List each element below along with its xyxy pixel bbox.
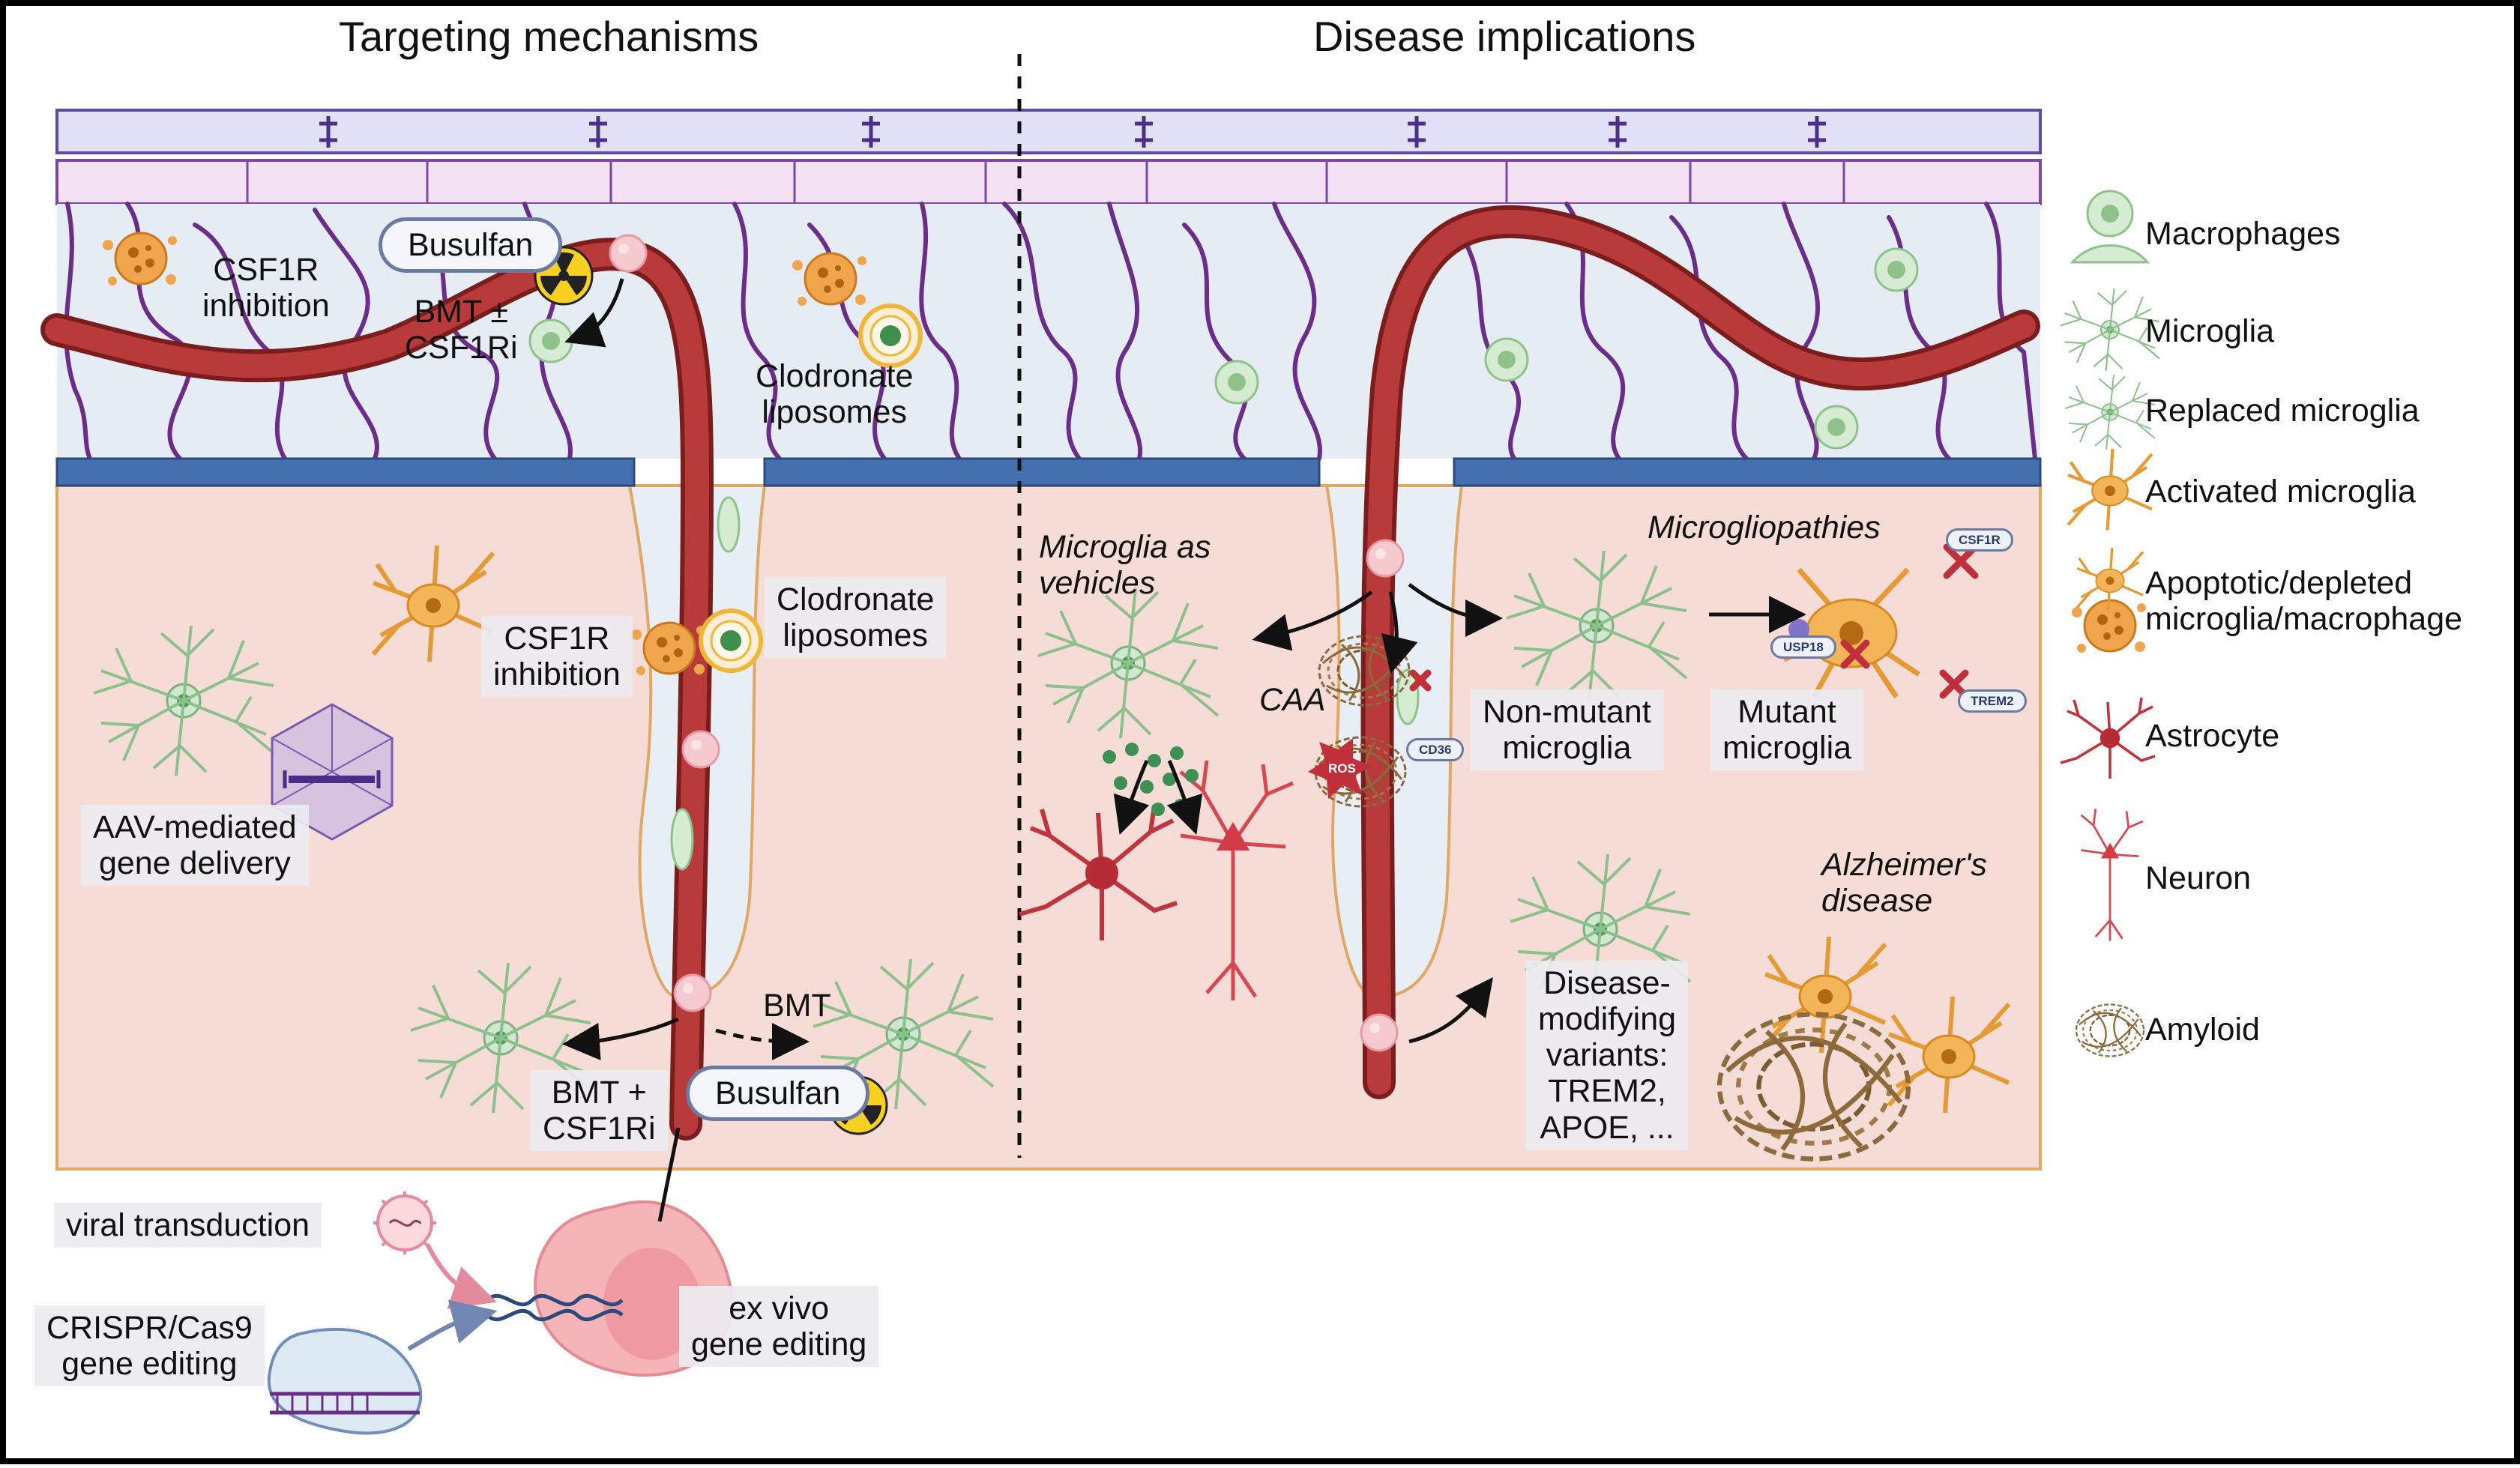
parenchyma (55, 484, 2042, 1171)
label-microglia-vehicles: Microglia as vehicles (1039, 529, 1211, 602)
label-aav: AAV-mediated gene delivery (81, 805, 309, 886)
legend-neuron: Neuron (2145, 860, 2252, 896)
legend-microglia: Microglia (2145, 313, 2275, 349)
bmt-dashed-arrow (715, 1022, 810, 1060)
label-bmt-right: BMT (763, 988, 831, 1024)
label-mutant: Mutant microglia (1710, 689, 1864, 771)
tag-trem2: TREM2 (1958, 689, 2027, 713)
label-crispr: CRISPR/Cas9 gene editing (34, 1305, 265, 1387)
tag-cd36: CD36 (1406, 738, 1465, 762)
virus-icon (373, 1191, 436, 1254)
legend-astrocyte: Astrocyte (2145, 718, 2280, 754)
tag-csf1r: CSF1R (1946, 528, 2013, 552)
arachnoid-divisions (246, 160, 1845, 204)
label-clodronate-mid: Clodronate liposomes (765, 577, 947, 659)
label-exvivo: ex vivo gene editing (679, 1286, 879, 1368)
label-csf1r-top: CSF1R inhibition (202, 252, 330, 324)
label-nonmutant: Non-mutant microglia (1471, 689, 1663, 771)
tag-usp18: USP18 (1770, 635, 1836, 659)
legend-macrophages: Macrophages (2145, 216, 2341, 252)
legend-icons (2059, 190, 2161, 1057)
label-microgliopathies: Microgliopathies (1648, 510, 1881, 546)
title-disease: Disease implications (1313, 13, 1696, 60)
label-viral-transduction: viral transduction (54, 1203, 322, 1248)
dura-junctions (319, 116, 1826, 148)
legend-replaced-microglia: Replaced microglia (2145, 393, 2420, 429)
dna-icon (486, 1293, 624, 1322)
legend-apoptotic: Apoptotic/depleted microglia/macrophage (2145, 565, 2463, 638)
dura-layer (55, 109, 2042, 154)
viral-arrow (425, 1242, 497, 1310)
ros-burst (1308, 738, 1372, 799)
label-csf1r-mid: CSF1R inhibition (481, 616, 633, 698)
liposome-icon-mid (701, 611, 761, 671)
arrows (562, 278, 1806, 1060)
label-caa: CAA (1259, 682, 1326, 718)
label-alzheimers: Alzheimer's disease (1821, 847, 1987, 919)
arachnoid-layer (55, 159, 2042, 205)
legend-activated-microglia: Activated microglia (2145, 474, 2416, 510)
label-ros: ROS (1328, 761, 1356, 776)
label-variants: Disease- modifying variants: TREM2, APOE… (1526, 961, 1689, 1150)
label-bmt-csf1ri: BMT + CSF1Ri (531, 1070, 668, 1152)
crispr-icon (267, 1327, 423, 1435)
label-clodronate-top: Clodronate liposomes (756, 358, 914, 431)
legend-amyloid: Amyloid (2145, 1012, 2260, 1048)
label-busulfan-top: Busulfan (379, 217, 563, 274)
title-targeting: Targeting mechanisms (339, 13, 759, 60)
exvivo-link (657, 1127, 681, 1222)
crispr-arrow (407, 1299, 498, 1351)
glia-limitans (55, 457, 2042, 487)
label-busulfan-bottom: Busulfan (686, 1066, 870, 1122)
blood-vessels (40, 205, 2040, 1141)
liposome-icon-top (860, 306, 920, 366)
label-bmt-csf1ri-top: BMT ± CSF1Ri (405, 294, 518, 366)
